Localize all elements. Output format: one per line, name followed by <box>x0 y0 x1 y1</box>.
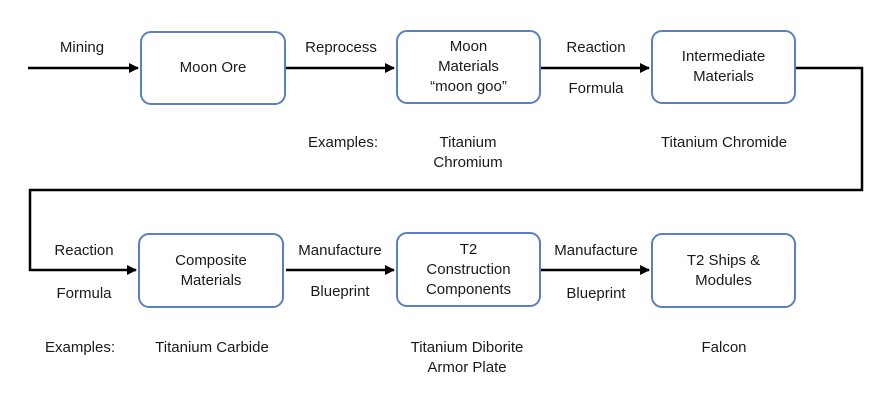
box-intermediate-line-2: Materials <box>693 68 754 85</box>
box-composite-materials: Composite Materials <box>138 233 284 308</box>
box-moon-ore: Moon Ore <box>140 31 286 105</box>
box-moon-materials-line-1: Moon <box>449 38 488 55</box>
example-titanium: Titanium <box>439 134 497 151</box>
box-t2-components-line-1: T2 <box>459 240 478 258</box>
box-t2-components-line-2: Construction <box>426 260 511 278</box>
box-t2-components-line-3: Components <box>425 280 512 298</box>
label-blueprint-2: Blueprint <box>566 285 626 302</box>
example-chromium: Chromium <box>433 154 503 171</box>
box-moon-ore-line-1: Moon Ore <box>179 59 247 76</box>
box-moon-materials-line-3: “moon goo” <box>430 78 507 95</box>
label-reaction-1: Reaction <box>566 39 626 56</box>
box-t2-ships-modules: T2 Ships & Modules <box>651 233 796 308</box>
box-composite-line-2: Materials <box>180 271 242 289</box>
example-falcon: Falcon <box>701 339 747 356</box>
box-moon-materials: Moon Materials “moon goo” <box>396 30 541 104</box>
label-manufacture-1: Manufacture <box>298 242 382 259</box>
box-t2-ships-line-1: T2 Ships & <box>686 251 761 269</box>
example-titanium-chromide: Titanium Chromide <box>660 134 788 151</box>
example-titanium-diborite: Titanium Diborite <box>410 339 524 356</box>
label-blueprint-1: Blueprint <box>310 283 370 300</box>
label-formula-2: Formula <box>56 285 112 302</box>
box-t2-ships-line-2: Modules <box>695 271 752 289</box>
examples-label-row-1: Examples: <box>308 134 379 151</box>
label-manufacture-2: Manufacture <box>554 242 638 259</box>
label-formula-1: Formula <box>568 80 624 97</box>
label-reprocess: Reprocess <box>305 39 377 56</box>
examples-moon-materials: Titanium Chromium <box>433 133 502 173</box>
box-moon-materials-line-2: Materials <box>438 58 499 75</box>
label-reaction-2: Reaction <box>54 242 114 259</box>
example-armor-plate: Armor Plate <box>427 359 507 376</box>
box-intermediate-materials: Intermediate Materials <box>651 30 796 104</box>
box-intermediate-line-1: Intermediate <box>681 48 766 65</box>
examples-label-row-2: Examples: <box>45 339 116 356</box>
connector-wrap <box>28 66 864 275</box>
box-composite-line-1: Composite <box>175 251 247 269</box>
label-mining: Mining <box>59 39 105 56</box>
example-titanium-carbide: Titanium Carbide <box>155 339 269 356</box>
examples-t2-components: Titanium Diborite Armor Plate <box>411 338 524 378</box>
box-t2-construction-components: T2 Construction Components <box>396 232 541 307</box>
